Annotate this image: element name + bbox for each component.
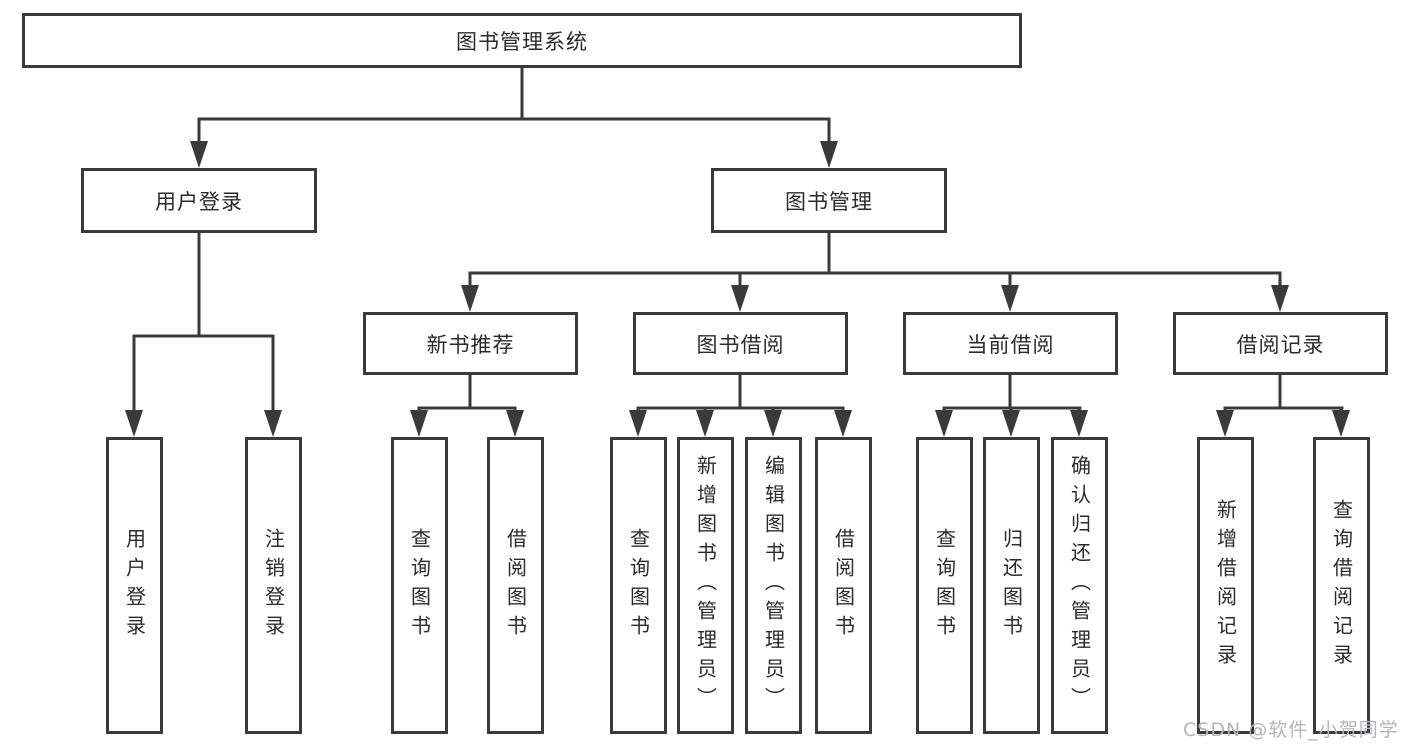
leaf-return-books: 归还图书 [983, 437, 1040, 734]
node-book-management: 图书管理 [711, 168, 947, 233]
leaf-user-login: 用户登录 [106, 437, 163, 734]
connector-borrow-records-split [1216, 375, 1350, 437]
node-label: 图书借阅 [696, 332, 785, 357]
node-label: 编辑图书（管理员） [761, 455, 786, 716]
node-label: 确认归还（管理员） [1067, 455, 1092, 716]
node-label: 图书管理系统 [456, 29, 588, 54]
node-label: 图书管理 [785, 189, 873, 214]
node-label: 新增图书（管理员） [693, 455, 718, 716]
leaf-edit-books-admin: 编辑图书（管理员） [745, 437, 802, 734]
connector-new-book-split [410, 375, 524, 437]
node-label: 查询图书 [626, 527, 651, 644]
leaf-query-books-current: 查询图书 [916, 437, 973, 734]
node-label: 借阅图书 [831, 527, 856, 644]
node-label: 借阅图书 [503, 527, 528, 644]
node-label: 用户登录 [155, 189, 243, 214]
leaf-borrow-books-newbook: 借阅图书 [487, 437, 544, 734]
leaf-logout: 注销登录 [245, 437, 302, 734]
node-label: 归还图书 [999, 527, 1024, 644]
leaf-query-books-borrow: 查询图书 [610, 437, 667, 734]
leaf-confirm-return-admin: 确认归还（管理员） [1051, 437, 1108, 734]
node-user-login: 用户登录 [81, 168, 317, 233]
node-new-book-recommend: 新书推荐 [363, 312, 578, 375]
node-label: 新增借阅记录 [1213, 498, 1238, 673]
connector-book-borrow-split [629, 375, 852, 437]
node-label: 新书推荐 [426, 332, 515, 357]
node-label: 查询图书 [407, 527, 432, 644]
csdn-watermark: CSDN @软件_小贺同学 [1183, 719, 1399, 741]
leaf-add-books-admin: 新增图书（管理员） [677, 437, 734, 734]
leaf-query-borrow-record: 查询借阅记录 [1313, 437, 1370, 734]
node-label: 借阅记录 [1236, 332, 1325, 357]
connector-user-login-split [125, 232, 282, 437]
node-library-management-system: 图书管理系统 [22, 13, 1022, 68]
leaf-borrow-books: 借阅图书 [815, 437, 872, 734]
node-label: 用户登录 [122, 527, 147, 644]
node-current-borrow: 当前借阅 [903, 312, 1118, 375]
connector-current-borrow-split [935, 375, 1088, 437]
node-label: 查询图书 [932, 527, 957, 644]
node-label: 注销登录 [261, 527, 286, 644]
node-book-borrow: 图书借阅 [633, 312, 848, 375]
node-label: 当前借阅 [966, 332, 1055, 357]
node-label: 查询借阅记录 [1329, 498, 1354, 673]
connector-root-split [190, 68, 838, 168]
leaf-query-books-newbook: 查询图书 [391, 437, 448, 734]
leaf-add-borrow-record: 新增借阅记录 [1197, 437, 1254, 734]
connector-book-management-split [461, 232, 1289, 312]
node-borrow-records: 借阅记录 [1173, 312, 1388, 375]
